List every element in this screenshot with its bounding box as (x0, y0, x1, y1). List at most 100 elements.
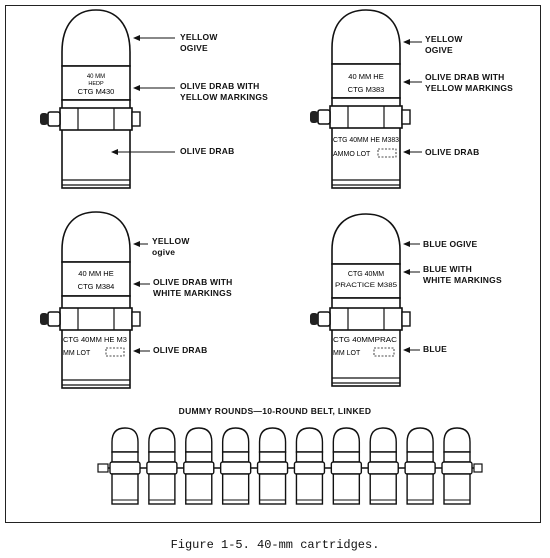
dummy-round-body (111, 473, 139, 505)
clip (329, 105, 403, 129)
dummy-round-link (219, 461, 252, 475)
dummy-round (109, 427, 141, 505)
marking-band (61, 261, 131, 297)
link-tab (131, 111, 141, 127)
body-marking: CTG 40MM HE M383 (333, 137, 399, 144)
dummy-round-ogive (258, 427, 287, 453)
marking-line: HEDP (88, 81, 104, 87)
callout-m383-ogive: YELLOW OGIVE (425, 34, 463, 55)
callout-m383-band: OLIVE DRAB WITH YELLOW MARKINGS (425, 72, 513, 93)
callout-m430-ogive: YELLOW OGIVE (180, 32, 218, 53)
link-tab (317, 109, 331, 125)
dummy-round-link (109, 461, 141, 475)
body-marking: AMMO LOT (333, 151, 371, 158)
clip (59, 107, 133, 131)
link-tab (317, 311, 331, 327)
dummy-round-link (183, 461, 215, 475)
dummy-round-link (293, 461, 326, 475)
clip (59, 307, 133, 331)
callout-m384-body: OLIVE DRAB (153, 345, 208, 355)
dummy-round (183, 427, 215, 505)
dummy-round (367, 427, 399, 505)
cartridge-m385: CTG 40MM PRACTICE M385 CTG 40MMPRAC MM L… (310, 213, 420, 387)
dummy-round-band (369, 451, 397, 463)
figure-frame (5, 5, 541, 523)
dummy-round-band (332, 451, 361, 463)
dummy-round-link (256, 461, 289, 475)
dummy-round-body (148, 473, 176, 505)
dummy-round-band (185, 451, 213, 463)
dummy-round-ogive (111, 427, 139, 453)
marking-band (331, 63, 401, 99)
dummy-round (330, 427, 363, 505)
dummy-round-band (148, 451, 176, 463)
belt-title: DUMMY ROUNDS—10-ROUND BELT, LINKED (178, 406, 372, 416)
dummy-round-ogive (148, 427, 176, 453)
dummy-round-belt (97, 427, 483, 505)
dummy-round-body (332, 473, 361, 505)
link-knob (40, 313, 48, 325)
callout-m430-body: OLIVE DRAB (180, 146, 235, 156)
figure-caption: Figure 1-5. 40-mm cartridges. (170, 538, 380, 552)
marking-line: 40 MM HE (78, 269, 113, 278)
dummy-round-band (295, 451, 324, 463)
cartridge-m430: 40 MM HEDP CTG M430 (40, 9, 175, 189)
marking-line: CTG M430 (78, 87, 115, 96)
dummy-round-band (258, 451, 287, 463)
body-marking: MM LOT (333, 350, 361, 357)
dummy-round-body (258, 473, 287, 505)
dummy-round-band (111, 451, 139, 463)
callout-m385-ogive: BLUE OGIVE (423, 239, 478, 249)
dummy-round-body (295, 473, 324, 505)
dummy-round (219, 427, 252, 505)
dummy-round-ogive (295, 427, 324, 453)
dummy-round-band (406, 451, 434, 463)
cartridge-m384: 40 MM HE CTG M384 CTG 40MM HE M3 MM LOT (40, 211, 150, 389)
link-tab (131, 311, 141, 327)
body-marking: CTG 40MMPRAC (333, 337, 397, 344)
dummy-round-body (406, 473, 434, 505)
dummy-round (293, 427, 326, 505)
dummy-round-band (221, 451, 250, 463)
dummy-round-ogive (443, 427, 471, 453)
link-tab (401, 109, 411, 125)
link-tab (47, 311, 61, 327)
dummy-round-link (441, 461, 473, 475)
body-marking: MM LOT (63, 350, 91, 357)
marking-line: 40 MM HE (348, 72, 383, 81)
ogive (331, 213, 401, 265)
link-tab (401, 311, 411, 327)
link-knob (310, 313, 318, 325)
dummy-round-link (404, 461, 436, 475)
marking-line: PRACTICE M385 (335, 282, 397, 289)
marking-line: 40 MM (87, 74, 105, 80)
marking-line: CTG 40MM (348, 271, 384, 278)
dummy-round (256, 427, 289, 505)
callout-m385-band: BLUE WITH WHITE MARKINGS (423, 264, 502, 285)
dummy-round-body (443, 473, 471, 505)
callout-m430-band: OLIVE DRAB WITH YELLOW MARKINGS (180, 81, 268, 102)
dummy-round-body (221, 473, 250, 505)
ogive (61, 211, 131, 263)
belt-end-tab (473, 463, 483, 473)
dummy-round-ogive (369, 427, 397, 453)
marking-line: CTG M384 (78, 282, 115, 291)
dummy-round-ogive (221, 427, 250, 453)
link-knob (40, 113, 48, 125)
dummy-round-ogive (406, 427, 434, 453)
marking-line: CTG M383 (348, 85, 385, 94)
marking-band (61, 65, 131, 101)
dummy-round (404, 427, 436, 505)
dummy-round-ogive (185, 427, 213, 453)
dummy-round-link (330, 461, 363, 475)
ogive (331, 9, 401, 65)
dummy-round-link (367, 461, 399, 475)
callout-m383-body: OLIVE DRAB (425, 147, 480, 157)
dummy-round (441, 427, 473, 505)
clip (329, 307, 403, 331)
callout-m385-body: BLUE (423, 344, 447, 354)
dummy-round (146, 427, 178, 505)
body-marking: CTG 40MM HE M3 (63, 337, 127, 344)
dummy-round-link (146, 461, 178, 475)
